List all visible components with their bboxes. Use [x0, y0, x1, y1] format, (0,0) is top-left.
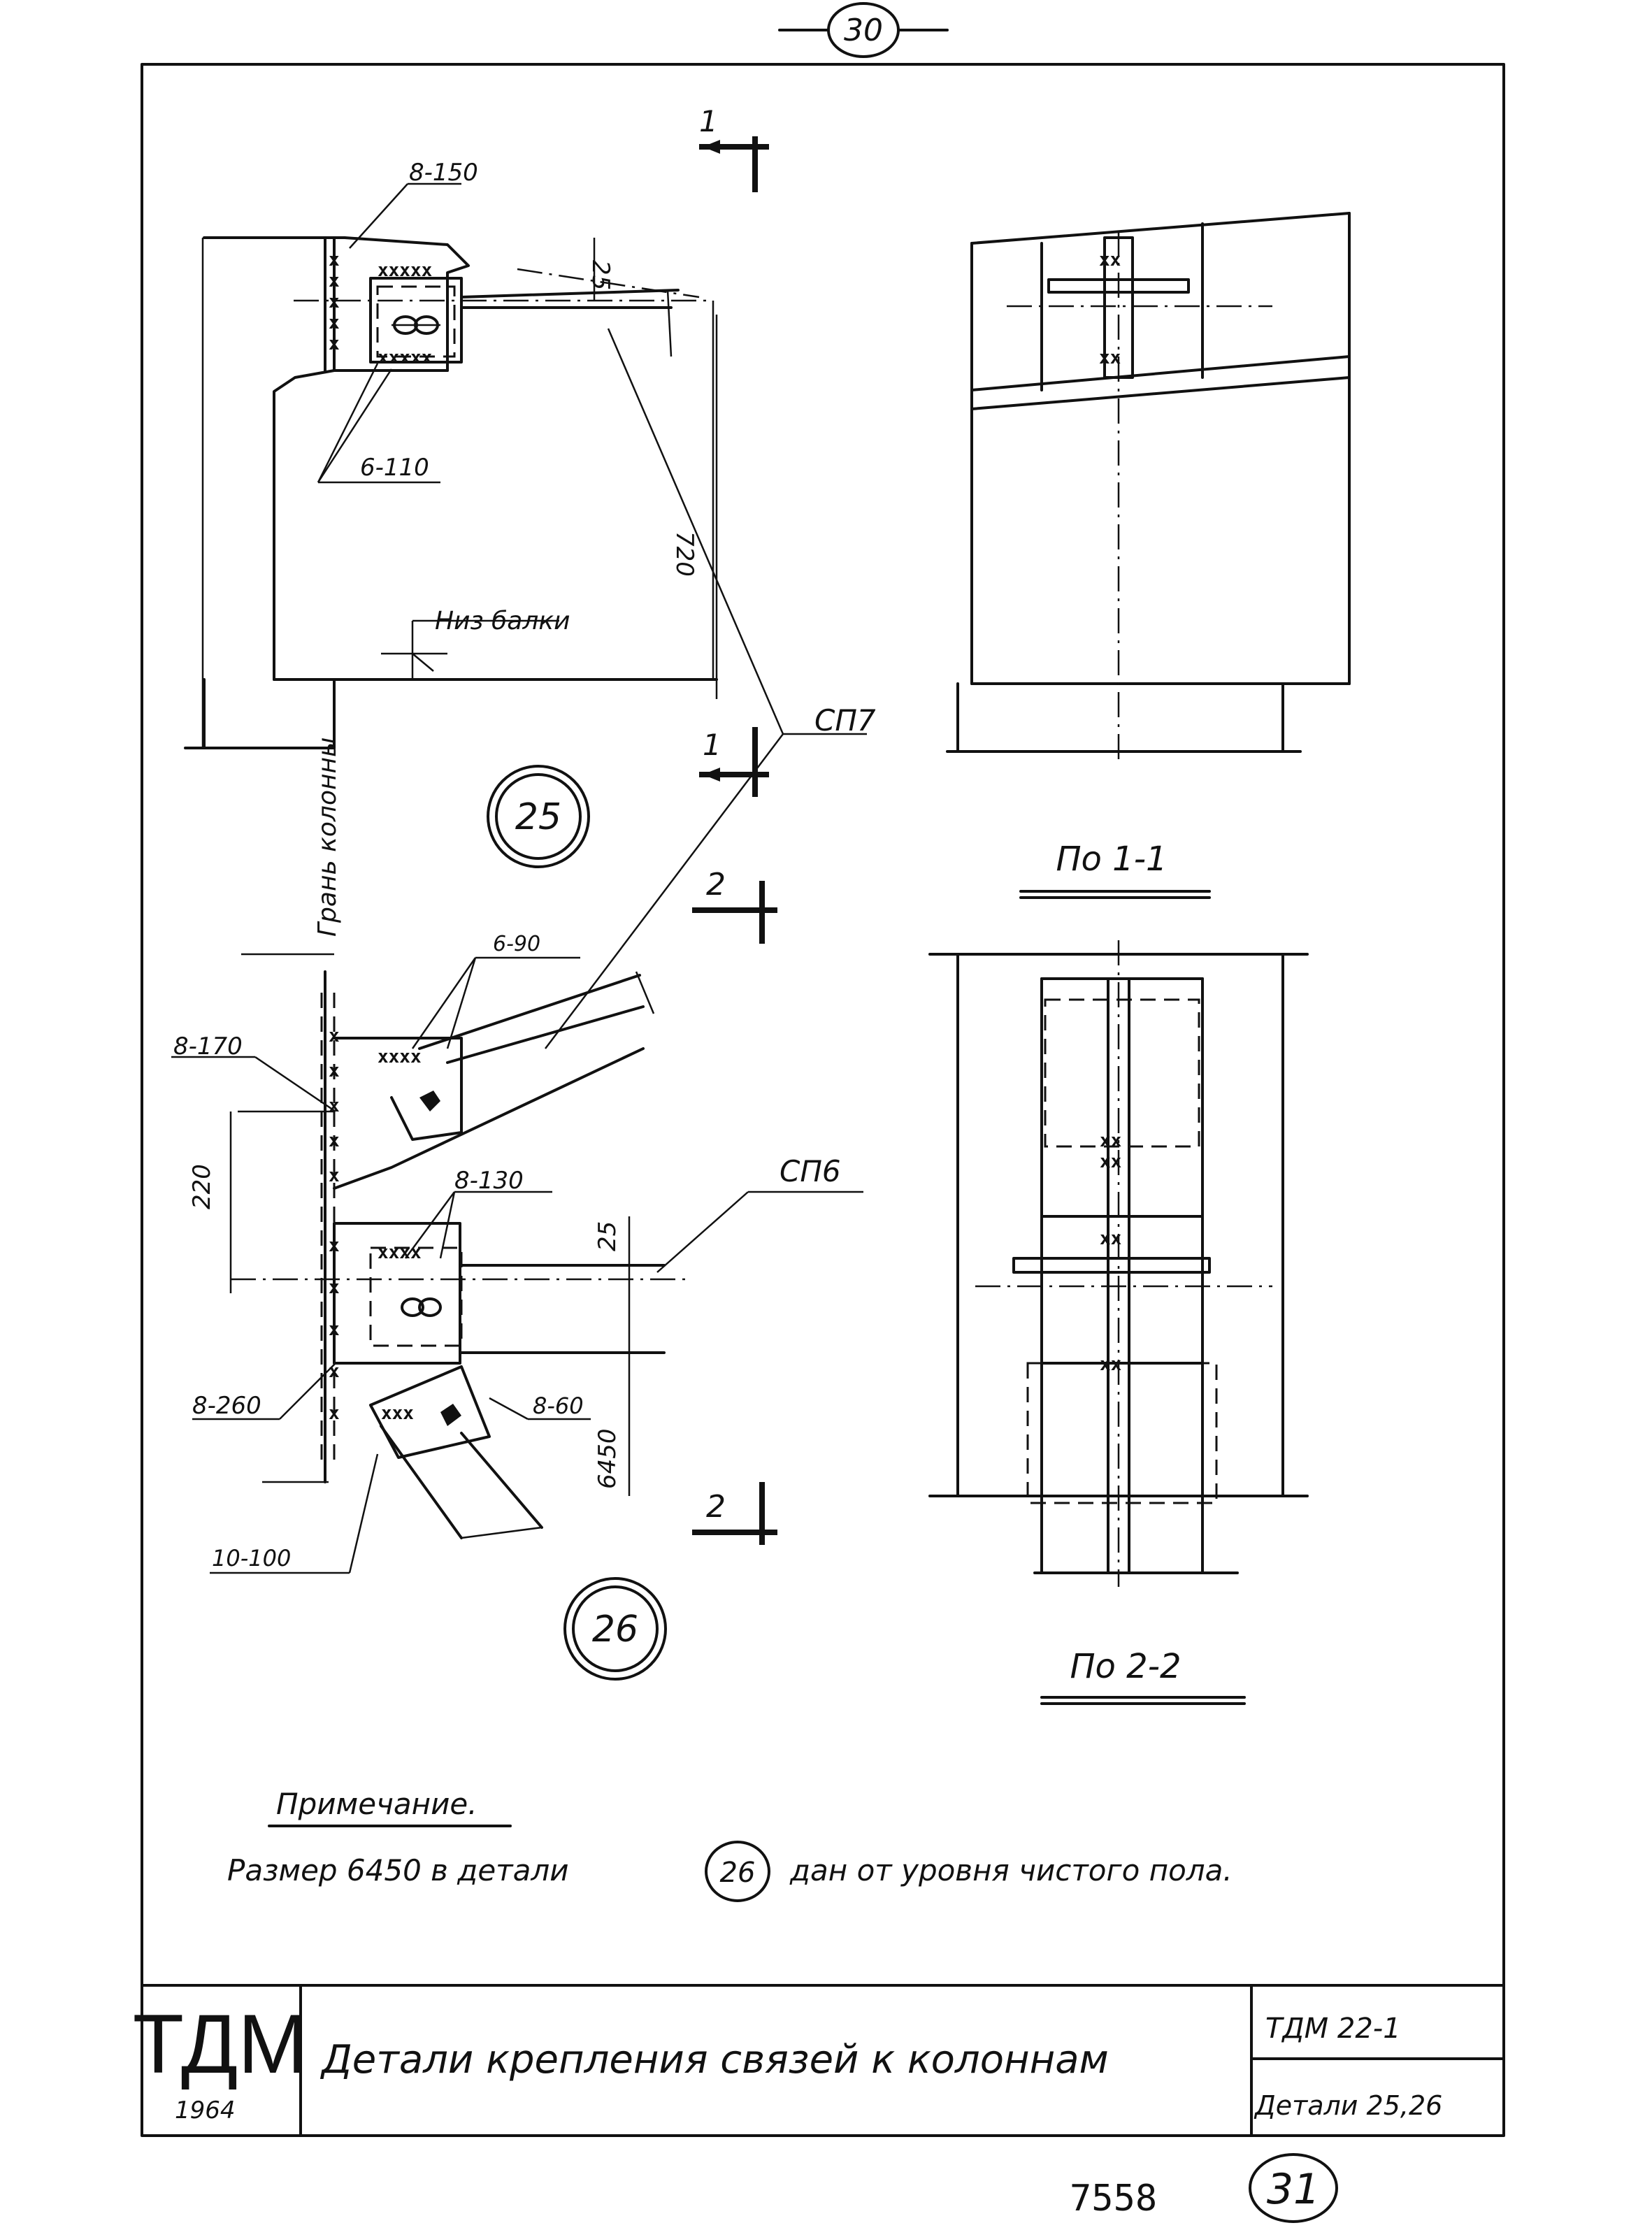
svg-text:2: 2	[706, 1489, 726, 1525]
label-niz-balki: Низ балки	[435, 607, 570, 635]
title-text: Детали крепления связей к колоннам	[319, 2037, 1109, 2082]
svg-text:xxxxx: xxxxx	[378, 347, 432, 368]
title-details: Детали 25,26	[1254, 2090, 1442, 2121]
svg-text:x: x	[329, 1026, 340, 1046]
section-mark-2-top: 2	[692, 867, 777, 944]
svg-text:x: x	[329, 1130, 340, 1151]
svg-text:31: 31	[1267, 2165, 1320, 2214]
label-8-150: 8-150	[409, 159, 478, 187]
svg-text:xx: xx	[1099, 347, 1121, 368]
footer-sheet-number: 31	[1249, 2153, 1338, 2223]
view-1-1-drawing: xx xx	[946, 212, 1351, 762]
svg-text:Грань колонны: Грань колонны	[313, 738, 342, 937]
svg-text:xx: xx	[1100, 1228, 1121, 1249]
svg-text:xxxxx: xxxxx	[378, 260, 432, 281]
label-25-mid: 25	[594, 1221, 622, 1251]
title-block: ТДМ 1964 Детали крепления связей к колон…	[133, 1984, 1505, 2137]
svg-text:xx: xx	[1100, 1130, 1121, 1151]
note-text-before: Размер 6450 в детали	[227, 1853, 569, 1887]
svg-text:x: x	[329, 271, 340, 292]
svg-text:xxx: xxx	[381, 1403, 414, 1424]
detail-26-number: 26	[563, 1577, 667, 1681]
svg-text:По 1-1: По 1-1	[1056, 840, 1167, 879]
label-720: 720	[670, 531, 698, 577]
svg-text:x: x	[329, 1277, 340, 1298]
label-6-110: 6-110	[360, 454, 429, 482]
label-220: 220	[188, 1164, 216, 1209]
section-mark-2-bottom: 2	[692, 1482, 777, 1545]
svg-text:x: x	[329, 1319, 340, 1340]
column-face-label: Грань колонны	[313, 738, 342, 937]
label-sp7: СП7	[814, 703, 876, 738]
svg-text:xx: xx	[1099, 250, 1121, 271]
svg-text:1: 1	[699, 104, 718, 138]
label-sp6: СП6	[780, 1154, 841, 1188]
label-25-top: 25	[587, 260, 615, 290]
label-6-90: 6-90	[493, 932, 540, 956]
svg-text:30: 30	[844, 13, 883, 48]
title-logo: ТДМ	[133, 1997, 308, 2091]
view-2-2-drawing: xx xx xx xx	[928, 940, 1309, 1587]
svg-text:25: 25	[515, 796, 561, 838]
title-year: 1964	[175, 2096, 236, 2124]
section-mark-1-top: 1	[699, 104, 769, 192]
page-number-top: 30	[778, 2, 949, 58]
svg-text:2: 2	[706, 867, 726, 902]
svg-text:По 2-2: По 2-2	[1070, 1647, 1181, 1686]
label-8-60: 8-60	[533, 1393, 584, 1419]
svg-text:x: x	[329, 1060, 340, 1081]
svg-text:x: x	[329, 1095, 340, 1116]
detail-25-drawing: x x x x x xxxxx xxxxx	[184, 182, 867, 1049]
note-block: Примечание. Размер 6450 в детали 26 дан …	[227, 1787, 1233, 1902]
sheet-frame	[141, 63, 1505, 2137]
label-10-100: 10-100	[212, 1545, 291, 1571]
svg-text:x: x	[329, 333, 340, 354]
detail-25-number: 25	[487, 765, 590, 868]
view-1-1-title: По 1-1	[1019, 840, 1211, 899]
label-6450: 6450	[594, 1428, 622, 1489]
svg-text:x: x	[329, 1403, 340, 1424]
view-2-2-title: По 2-2	[1040, 1647, 1246, 1705]
svg-text:xx: xx	[1100, 1354, 1121, 1375]
label-8-170: 8-170	[173, 1033, 243, 1060]
svg-text:26: 26	[592, 1609, 638, 1650]
svg-text:xxxx: xxxx	[378, 1046, 422, 1067]
label-8-260: 8-260	[192, 1392, 261, 1420]
note-heading: Примечание.	[276, 1787, 477, 1821]
svg-text:x: x	[329, 292, 340, 312]
svg-text:x: x	[329, 1235, 340, 1256]
section-mark-1-bottom: 1	[699, 727, 769, 797]
detail-26-drawing: x x x x x x x x x x xxxx xxxx xxx	[171, 953, 863, 1574]
svg-text:xx: xx	[1100, 1151, 1121, 1172]
svg-text:x: x	[329, 312, 340, 333]
footer-inventory: 7558	[1070, 2178, 1157, 2220]
note-ref: 26	[720, 1857, 756, 1889]
svg-text:x: x	[329, 250, 340, 271]
svg-text:1: 1	[703, 728, 721, 762]
label-8-130: 8-130	[454, 1167, 524, 1195]
note-text-after: дан от уровня чистого пола.	[789, 1853, 1233, 1887]
title-code: ТДМ 22-1	[1265, 2013, 1401, 2045]
svg-text:x: x	[329, 1165, 340, 1186]
